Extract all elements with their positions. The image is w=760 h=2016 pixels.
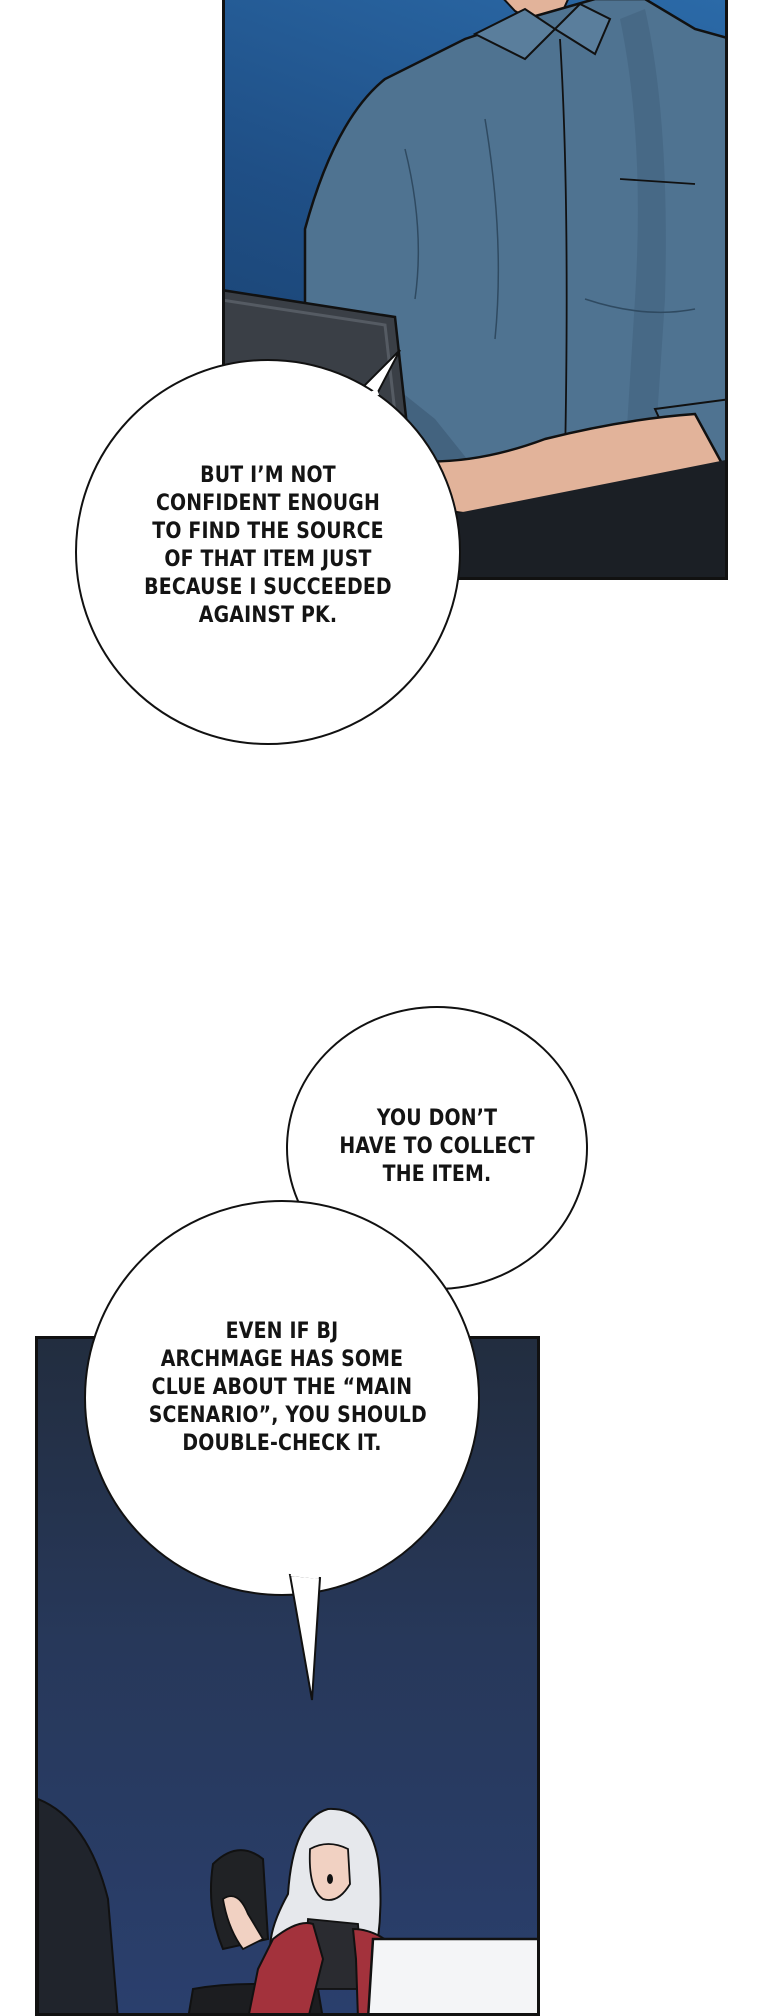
speech-line: TO FIND THE SOURCE: [152, 519, 384, 544]
speech-line: ARCHMAGE HAS SOME: [160, 1347, 404, 1372]
speech-line: AGAINST PK.: [198, 603, 338, 628]
speech-line: EVEN IF BJ: [225, 1319, 339, 1344]
speech-line: YOU DON’T: [376, 1106, 498, 1131]
speech-line: THE ITEM.: [382, 1162, 492, 1187]
bubble-top-shape: [75, 359, 461, 745]
speech-line: SCENARIO”, YOU SHOULD: [148, 1403, 427, 1428]
speech-line: BUT I’M NOT: [200, 463, 336, 488]
woman-in-chair-illustration: [38, 1797, 537, 2013]
shadow-figure: [38, 1797, 119, 2013]
face: [308, 1843, 351, 1901]
speech-text-top: BUT I’M NOT CONFIDENT ENOUGH TO FIND THE…: [139, 462, 397, 630]
speech-text-right: YOU DON’T HAVE TO COLLECT THE ITEM.: [317, 1105, 558, 1189]
coat: [248, 1922, 325, 2013]
speech-text-left: EVEN IF BJ ARCHMAGE HAS SOME CLUE ABOUT …: [148, 1318, 427, 1458]
speech-line: DOUBLE-CHECK IT.: [182, 1431, 382, 1456]
speech-line: OF THAT ITEM JUST: [164, 547, 372, 572]
speech-line: HAVE TO COLLECT: [339, 1134, 535, 1159]
speech-line: CLUE ABOUT THE “MAIN: [151, 1375, 413, 1400]
monitor: [367, 1937, 537, 2013]
speech-line: BECAUSE I SUCCEEDED: [144, 575, 392, 600]
bubble-left-shape: [84, 1200, 480, 1596]
speech-line: CONFIDENT ENOUGH: [155, 491, 381, 516]
